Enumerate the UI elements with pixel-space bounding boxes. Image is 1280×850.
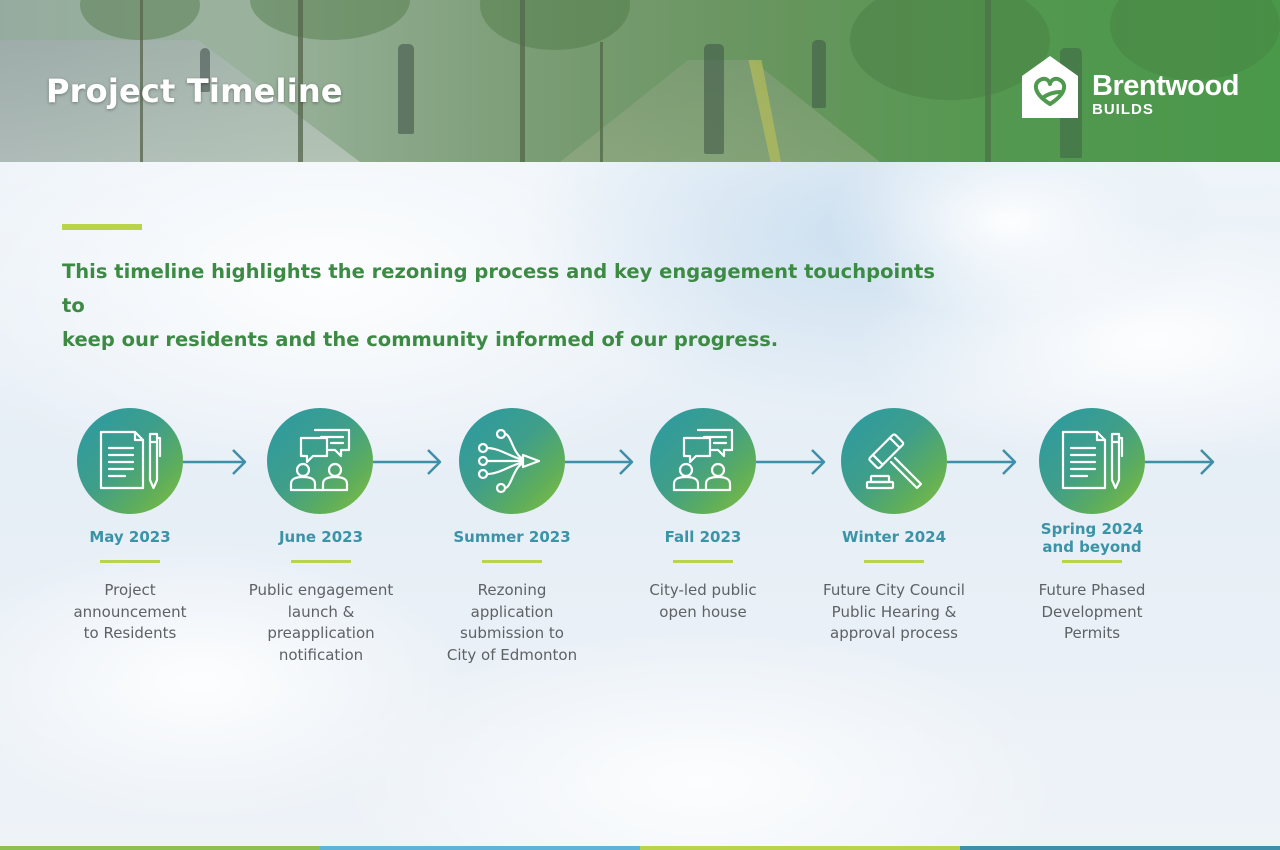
step-icon-circle — [1039, 408, 1145, 514]
gavel-icon — [865, 433, 923, 490]
document-pen-icon — [1061, 430, 1124, 490]
logo-name: Brentwood — [1092, 70, 1239, 102]
date-underline — [673, 560, 733, 563]
intro-line-1: This timeline highlights the rezoning pr… — [62, 260, 935, 317]
timeline-arrow — [183, 449, 247, 475]
step-date: Summer 2023 — [453, 528, 571, 546]
house-heart-icon — [1022, 56, 1078, 118]
intro-line-2: keep our residents and the community inf… — [62, 328, 779, 351]
step-icon-circle — [650, 408, 756, 514]
brentwood-logo: Brentwood BUILDS — [1020, 54, 1240, 120]
step-date: June 2023 — [278, 528, 364, 546]
header-banner: Project Timeline Brentwood BUILDS — [0, 0, 1280, 162]
step-date: Fall 2023 — [664, 528, 742, 546]
date-underline — [482, 560, 542, 563]
date-underline — [864, 560, 924, 563]
bottom-color-strip — [0, 846, 1280, 850]
step-icon-circle — [77, 408, 183, 514]
intro-text: This timeline highlights the rezoning pr… — [62, 255, 962, 357]
step-icon-circle — [459, 408, 565, 514]
logo-subtitle: BUILDS — [1092, 101, 1154, 118]
date-underline — [100, 560, 160, 563]
timeline-arrow — [947, 449, 1017, 475]
people-discussion-icon — [289, 428, 351, 492]
timeline-arrow — [373, 449, 442, 475]
timeline-arrow — [1145, 449, 1215, 475]
document-pen-icon — [99, 430, 162, 490]
timeline-arrow — [756, 449, 826, 475]
step-date: May 2023 — [89, 528, 171, 546]
date-underline — [1062, 560, 1122, 563]
date-underline — [291, 560, 351, 563]
step-date: Winter 2024 — [841, 528, 947, 546]
converging-arrows-icon — [477, 428, 541, 494]
accent-bar — [62, 224, 142, 230]
people-discussion-icon — [672, 428, 734, 492]
page-title: Project Timeline — [46, 72, 343, 110]
step-icon-circle — [841, 408, 947, 514]
step-icon-circle — [267, 408, 373, 514]
timeline-arrow — [565, 449, 634, 475]
